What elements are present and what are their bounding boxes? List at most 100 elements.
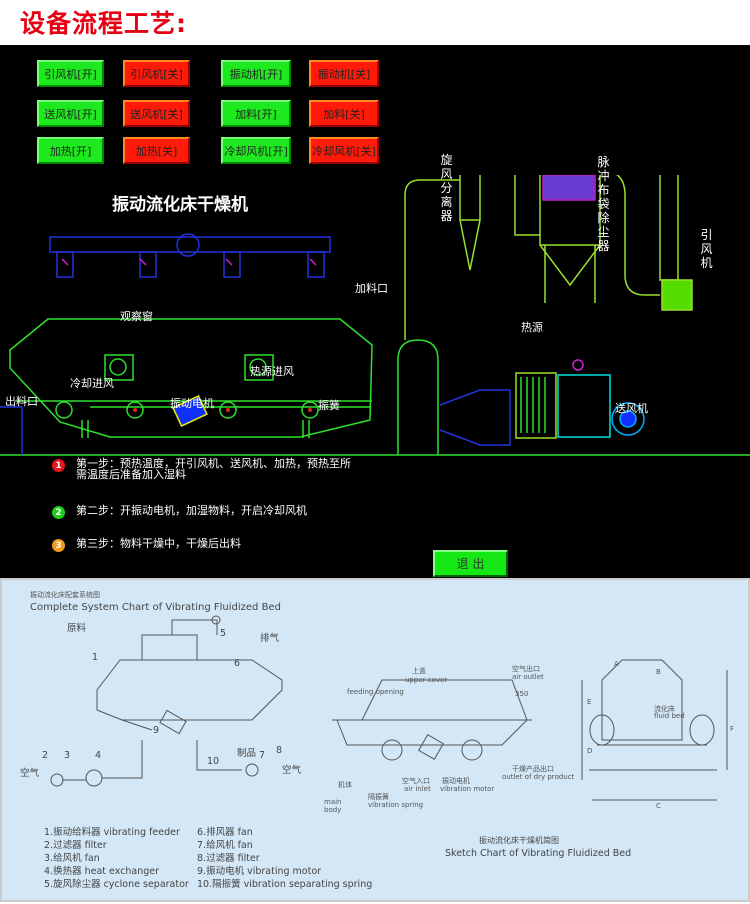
label-air-inlet-cn: 空气入口 [402,777,430,785]
label-body: main body [324,798,342,814]
legend-item: 6.排风器 fan [197,827,253,838]
dim-d: D [587,747,593,755]
label-air-2: 空气 [282,765,302,776]
process-step: 1 第一步：预热温度，开引风机、送风机、加热，预热至所需温度后准备加入湿料 [52,458,361,480]
label-upper-cover: upper cover [405,676,448,684]
legend-item: 10.隔振簧 vibration separating spring [197,879,373,890]
label-induced-fan: 引风机 [700,228,713,270]
label-bed-cn: 流化床 [654,705,675,713]
label-air-1: 空气 [20,768,40,779]
control-button[interactable]: 送风机[开] [37,100,104,127]
label-motor-en: vibration motor [440,785,495,793]
num-10: 10 [207,756,220,767]
legend-item: 9.振动电机 vibrating motor [197,866,322,877]
label-raw: 原料 [67,623,87,634]
sketch-title-cn: 振动流化床干燥机简图 [479,836,559,845]
num-2: 2 [42,750,49,761]
label-feed: 加料口 [355,282,388,295]
control-button[interactable]: 冷却风机[开] [221,137,291,164]
page-title: 设备流程工艺: [20,9,187,38]
label-heat-inlet: 热源进风 [250,365,294,378]
label-motor-cn: 振动电机 [442,777,470,785]
num-3: 3 [64,750,71,761]
exit-button[interactable]: 退 出 [433,550,508,577]
legend-item: 2.过滤器 filter [44,840,107,851]
num-4: 4 [95,750,102,761]
label-dry-cn: 干燥产品出口 [512,765,554,773]
control-button[interactable]: 引风机[开] [37,60,104,87]
legend-item: 8.过滤器 filter [197,853,260,864]
num-6: 6 [234,658,241,669]
label-spring: 振簧 [318,399,340,412]
control-button[interactable]: 加料[开] [221,100,291,127]
step-number-badge: 1 [52,459,65,472]
control-button[interactable]: 加料[关] [309,100,379,127]
control-button[interactable]: 振动机[开] [221,60,291,87]
hood-duct [49,236,331,253]
label-air-outlet: air outlet [512,673,544,681]
diagram-title: 振动流化床干燥机 [112,195,248,215]
step-number-badge: 3 [52,539,65,552]
step-text: 第一步：预热温度，开引风机、送风机、加热，预热至所需温度后准备加入湿料 [76,457,351,481]
num-9: 9 [153,725,160,736]
num-1: 1 [92,652,99,663]
step-number-badge: 2 [52,506,65,519]
label-feeding: feeding opening [347,688,404,696]
system-title-cn: 振动流化床配套系统图 [30,591,100,599]
label-outlet: 出料口 [5,395,38,408]
legend-item: 4.换热器 heat exchanger [44,866,160,877]
bag-filter [539,175,601,246]
label-spring-en: vibration spring [368,801,424,809]
dim-f: F [730,725,735,733]
reference-sketches [50,615,728,801]
label-upper-cover-cn: 上盖 [412,667,426,675]
legend-item: 7.给风机 fan [197,840,253,851]
label-air-outlet-cn: 空气出口 [512,665,540,673]
label-cool-inlet: 冷却进风 [70,377,114,390]
vibration-motor [172,395,208,427]
label-bag-filter: 脉冲布袋除尘器 [597,155,610,253]
label-air-inlet: air inlet [404,785,431,793]
control-button[interactable]: 冷却风机[关] [309,137,379,164]
label-bed: fluid bed [654,712,685,720]
control-panel: 引风机[开] 引风机[关] 振动机[开] 振动机[关] 送风机[开] 送风机[关] 加料[开… [0,45,750,578]
dim-e: E [587,698,592,706]
dryer-body [9,318,373,438]
dim-b: B [656,668,661,676]
dim-a: A [614,660,619,668]
legend-item: 5.旋风除尘器 cyclone separator [44,879,189,890]
induced-fan [661,279,693,311]
legend-item: 3.给风机 fan [44,853,100,864]
step-text: 第二步：开振动电机，加湿物料，开启冷却风机 [76,504,307,517]
num-5: 5 [220,628,227,639]
process-step: 2 第二步：开振动电机，加湿物料，开启冷却风机 [52,505,307,519]
blower-fan [611,402,645,436]
system-title-en: Complete System Chart of Vibrating Fluid… [30,602,281,613]
control-button[interactable]: 加热[关] [123,137,190,164]
label-heat-source: 热源 [521,321,543,334]
num-7: 7 [259,750,266,761]
control-button[interactable]: 送风机[关] [123,100,190,127]
label-product: 制品 [237,748,257,759]
control-button[interactable]: 加热[开] [37,137,104,164]
label-blower: 送风机 [615,402,648,415]
label-dry-outlet: outlet of dry product [502,773,575,781]
label-spring-cn: 隔振簧 [368,793,389,801]
label-body-cn: 机体 [338,781,352,789]
process-step: 3 第三步：物料干燥中，干燥后出料 [52,538,241,552]
step-text: 第三步：物料干燥中，干燥后出料 [76,537,241,550]
sketch-title-en: Sketch Chart of Vibrating Fluidized Bed [445,848,632,859]
num-8: 8 [276,745,283,756]
label-cyclone: 旋风分离器 [440,153,453,223]
dim-c: C [656,802,661,810]
legend-item: 1.振动给料器 vibrating feeder [44,827,180,838]
label-window: 观察窗 [120,310,153,323]
heat-exchanger [515,372,557,439]
label-dim-350: 350 [515,690,529,698]
control-button[interactable]: 引风机[关] [123,60,190,87]
control-button[interactable]: 振动机[关] [309,60,379,87]
label-exhaust: 排气 [260,633,280,644]
reference-drawing: 振动流化床配套系统图 Complete System Chart of Vibr… [0,578,750,902]
label-motor: 振动电机 [170,397,214,410]
process-diagram [0,175,750,456]
